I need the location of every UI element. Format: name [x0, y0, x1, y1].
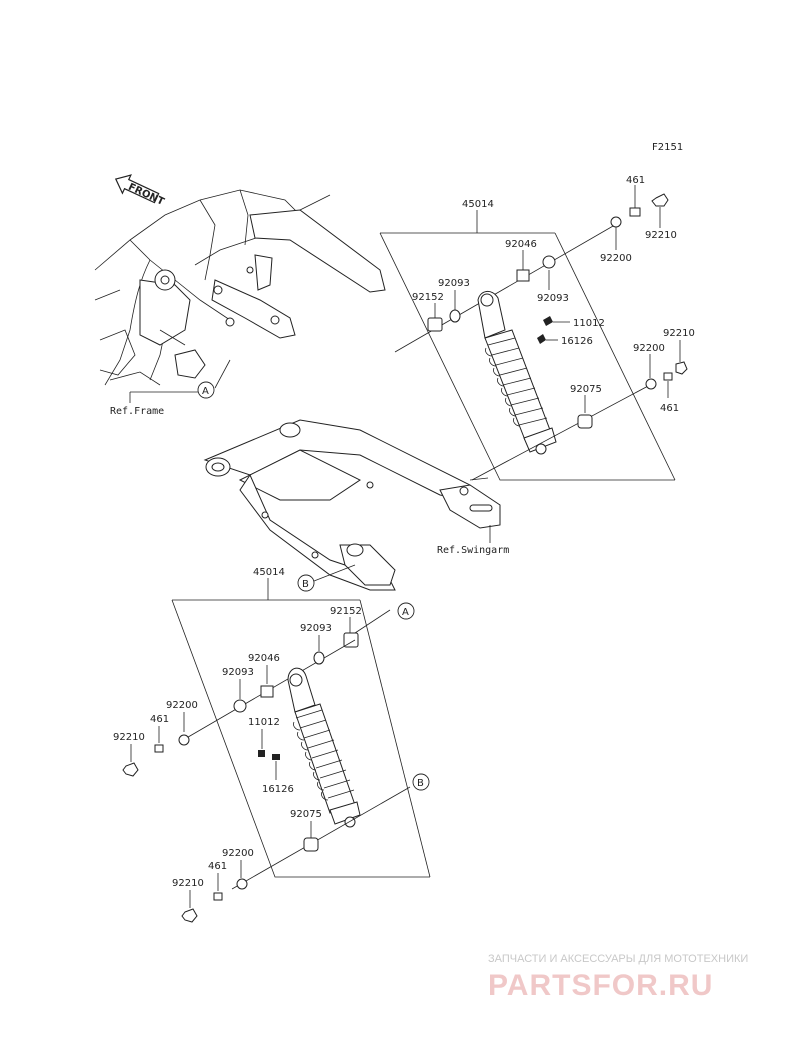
label-92210-bottom-upper: 92210	[113, 732, 145, 743]
label-461-bottom-upper: 461	[150, 714, 169, 725]
shock-absorber-top	[477, 291, 557, 455]
label-92210-top: 92210	[645, 230, 677, 241]
label-461-top: 461	[626, 175, 645, 186]
ref-frame-group: A Ref.Frame	[110, 359, 231, 417]
shock-absorber-bottom	[287, 667, 361, 828]
label-92210-bottom-lower: 92210	[172, 878, 204, 889]
label-45014-top: 45014	[462, 199, 494, 210]
label-92200-top: 92200	[600, 253, 632, 264]
label-461-bottom-lower: 461	[208, 861, 227, 872]
swingarm-drawing	[203, 419, 501, 591]
label-92152-bottom: 92152	[330, 606, 362, 617]
frame-drawing	[94, 189, 386, 386]
label-92200-bottom-upper: 92200	[166, 700, 198, 711]
label-92200-bottom-lower: 92200	[222, 848, 254, 859]
label-16126-top: 16126	[561, 336, 593, 347]
ref-frame-label: Ref.Frame	[110, 406, 164, 417]
label-92046-bottom: 92046	[248, 653, 280, 664]
label-92046-top: 92046	[505, 239, 537, 250]
watermark-logo: PARTSFOR.RU	[488, 969, 713, 1002]
figure-code: F2151	[652, 142, 683, 153]
watermark: ЗАПЧАСТИ И АКСЕССУАРЫ ДЛЯ МОТОТЕХНИКИ PA…	[488, 953, 748, 1002]
label-45014-bottom: 45014	[253, 567, 285, 578]
label-92200-right: 92200	[633, 343, 665, 354]
circle-b-marker-bottom	[412, 773, 430, 791]
label-92152-top: 92152	[412, 292, 444, 303]
label-461-right: 461	[660, 403, 679, 414]
label-92075-bottom: 92075	[290, 809, 322, 820]
label-92093-right: 92093	[537, 293, 569, 304]
bottom-assembly: 45014 A 92152 92093 92046 92093 92200 46…	[113, 567, 431, 923]
label-92093-bottom-lower: 92093	[222, 667, 254, 678]
circle-a-label: A	[202, 386, 209, 397]
watermark-tagline: ЗАПЧАСТИ И АКСЕССУАРЫ ДЛЯ МОТОТЕХНИКИ	[488, 953, 748, 965]
circle-a-marker-bottom	[397, 602, 415, 620]
label-16126-bottom: 16126	[262, 784, 294, 795]
circle-a-label-bottom: A	[402, 607, 409, 618]
label-92075-top: 92075	[570, 384, 602, 395]
label-92093-left: 92093	[438, 278, 470, 289]
circle-b-label-top: B	[302, 579, 309, 590]
label-92093-bottom-upper: 92093	[300, 623, 332, 634]
label-11012-top: 11012	[573, 318, 605, 329]
ref-swingarm-group: Ref.Swingarm	[437, 525, 509, 556]
circle-b-swingarm: B	[297, 564, 356, 592]
front-arrow-icon: FRONT	[114, 174, 166, 208]
top-assembly: 45014 461 92210 92200 92046 92093 92093 …	[379, 175, 695, 481]
circle-b-label-bottom: B	[417, 778, 424, 789]
ref-swingarm-label: Ref.Swingarm	[437, 545, 509, 556]
front-label: FRONT	[126, 182, 165, 208]
circle-a-marker	[197, 381, 215, 399]
label-11012-bottom: 11012	[248, 717, 280, 728]
label-92210-right: 92210	[663, 328, 695, 339]
